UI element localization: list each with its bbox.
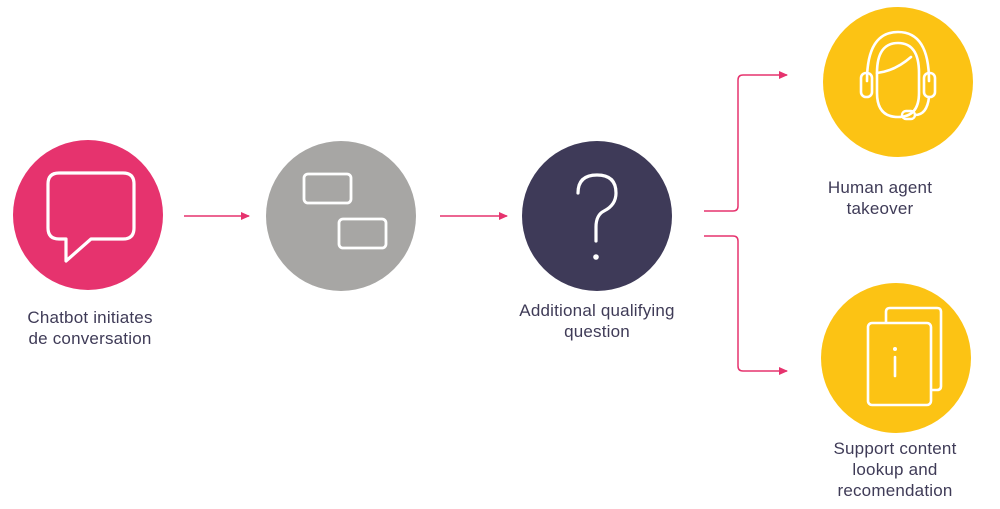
support-content-label: Support content lookup and recomendation: [800, 438, 990, 501]
qualifying-question-label: Additional qualifying question: [487, 300, 707, 342]
support-content-node: [821, 283, 971, 433]
human-label-line1: Human agent: [827, 178, 933, 197]
message-exchange-icon: [302, 172, 388, 250]
human-label-line2: takeover: [846, 199, 914, 218]
human-agent-label: Human agent takeover: [800, 177, 960, 219]
chatbot-label: Chatbot initiates de conversation: [0, 307, 180, 349]
arrow-question-to-human: [704, 71, 788, 212]
question-mark-icon: [576, 173, 618, 260]
speech-bubble-icon: [46, 171, 136, 263]
chatbot-label-line2: de conversation: [28, 329, 152, 348]
qualifying-label-line1: Additional qualifying: [519, 301, 675, 320]
support-label-line1: Support content: [833, 439, 957, 458]
support-label-line3: recomendation: [837, 481, 953, 500]
arrow-question-to-support: [704, 235, 788, 375]
headset-agent-icon: [859, 30, 937, 121]
chatbot-label-line1: Chatbot initiates: [27, 308, 153, 327]
human-agent-node: [823, 7, 973, 157]
qualifying-question-node: [522, 141, 672, 291]
support-label-line2: lookup and: [852, 460, 938, 479]
chatbot-node: [13, 140, 163, 290]
exchange-node: [266, 141, 416, 291]
qualifying-label-line2: question: [564, 322, 630, 341]
info-documents-icon: [866, 306, 943, 407]
